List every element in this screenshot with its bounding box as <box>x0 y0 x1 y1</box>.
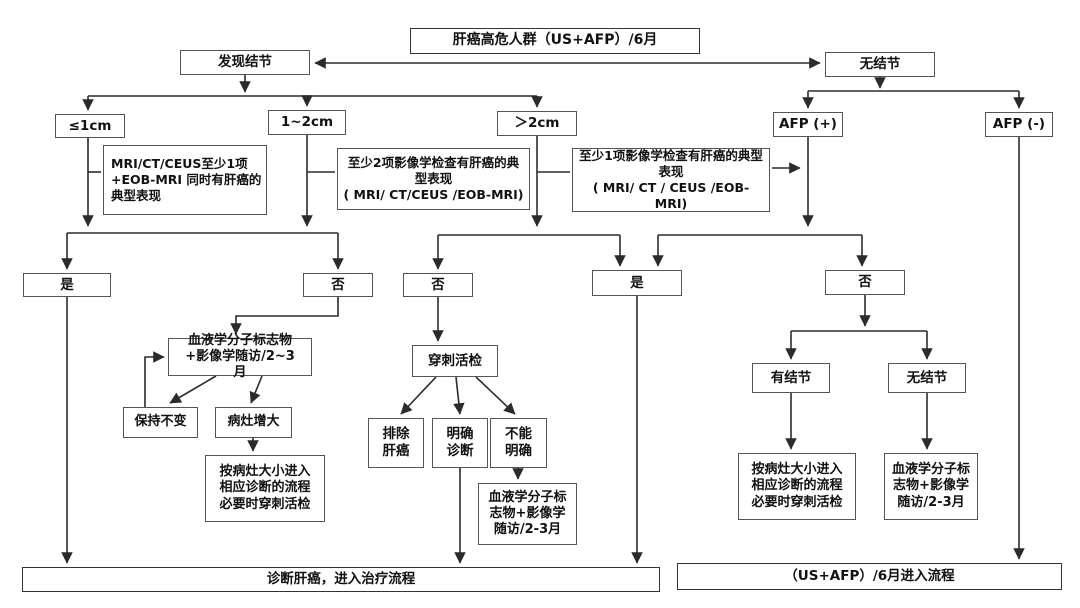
node-criteria-le-1cm: MRI/CT/CEUS至少1项+EOB-MRI 同时有肝癌的典型表现 <box>103 145 267 215</box>
node-size-gt-2cm: ＞2cm <box>497 111 577 136</box>
node-no-nodule: 无结节 <box>825 52 935 77</box>
node-biopsy: 穿刺活检 <box>412 345 498 377</box>
node-size-le-1cm: ≤1cm <box>55 114 125 138</box>
node-proceed-by-size-right: 按病灶大小进入相应诊断的流程必要时穿刺活检 <box>738 453 856 520</box>
criteria-1-2cm-modalities: ( MRI/ CT/CEUS /EOB-MRI) <box>343 187 524 203</box>
node-followup-markers-biopsy: 血液学分子标志物+影像学随访/2-3月 <box>478 483 577 545</box>
criteria-le-1cm-text: MRI/CT/CEUS至少1项+EOB-MRI 同时有肝癌的典型表现 <box>111 155 262 204</box>
criteria-gt-2cm-text: 至少1项影像学检查有肝癌的典型表现 <box>579 147 763 179</box>
node-outcome-treatment: 诊断肝癌，进入治疗流程 <box>22 567 660 592</box>
node-proceed-by-size-left: 按病灶大小进入相应诊断的流程必要时穿刺活检 <box>205 455 325 522</box>
node-nodule-found-afp: 有结节 <box>752 363 830 393</box>
node-afp-positive: AFP (+) <box>773 112 843 137</box>
node-criteria-1-2cm: 至少2项影像学检查有肝癌的典型表现 ( MRI/ CT/CEUS /EOB-MR… <box>337 148 530 210</box>
node-not-confirmed: 不能明确 <box>490 418 547 468</box>
node-nodule-absent-afp: 无结节 <box>888 363 966 393</box>
node-stable: 保持不变 <box>123 407 198 438</box>
node-no-afp: 否 <box>825 270 905 295</box>
node-outcome-routine: （US+AFP）/6月进入流程 <box>677 563 1062 590</box>
node-criteria-gt-2cm: 至少1项影像学检查有肝癌的典型表现 ( MRI/ CT / CEUS /EOB-… <box>572 148 770 212</box>
criteria-1-2cm-text: 至少2项影像学检查有肝癌的典型表现 <box>347 154 520 186</box>
node-yes-le-1cm: 是 <box>23 273 111 297</box>
node-exclude-hcc: 排除肝癌 <box>368 418 424 468</box>
node-followup-markers: 血液学分子标志物+影像学随访/2~3月 <box>168 333 312 380</box>
node-found-nodule: 发现结节 <box>180 50 310 75</box>
node-title: 肝癌高危人群（US+AFP）/6月 <box>410 28 700 54</box>
node-confirmed-dx: 明确诊断 <box>432 418 488 468</box>
node-size-1-2cm: 1~2cm <box>268 110 346 135</box>
node-yes-typical: 是 <box>592 270 682 296</box>
node-followup-markers-afp: 血液学分子标志物+影像学随访/2-3月 <box>884 453 978 520</box>
node-no-le-1cm: 否 <box>303 273 373 297</box>
node-lesion-enlarged: 病灶增大 <box>215 407 292 438</box>
node-no-1-2cm: 否 <box>403 273 473 297</box>
criteria-gt-2cm-modalities: ( MRI/ CT / CEUS /EOB-MRI) <box>592 180 750 212</box>
node-afp-negative: AFP (-) <box>985 112 1053 137</box>
